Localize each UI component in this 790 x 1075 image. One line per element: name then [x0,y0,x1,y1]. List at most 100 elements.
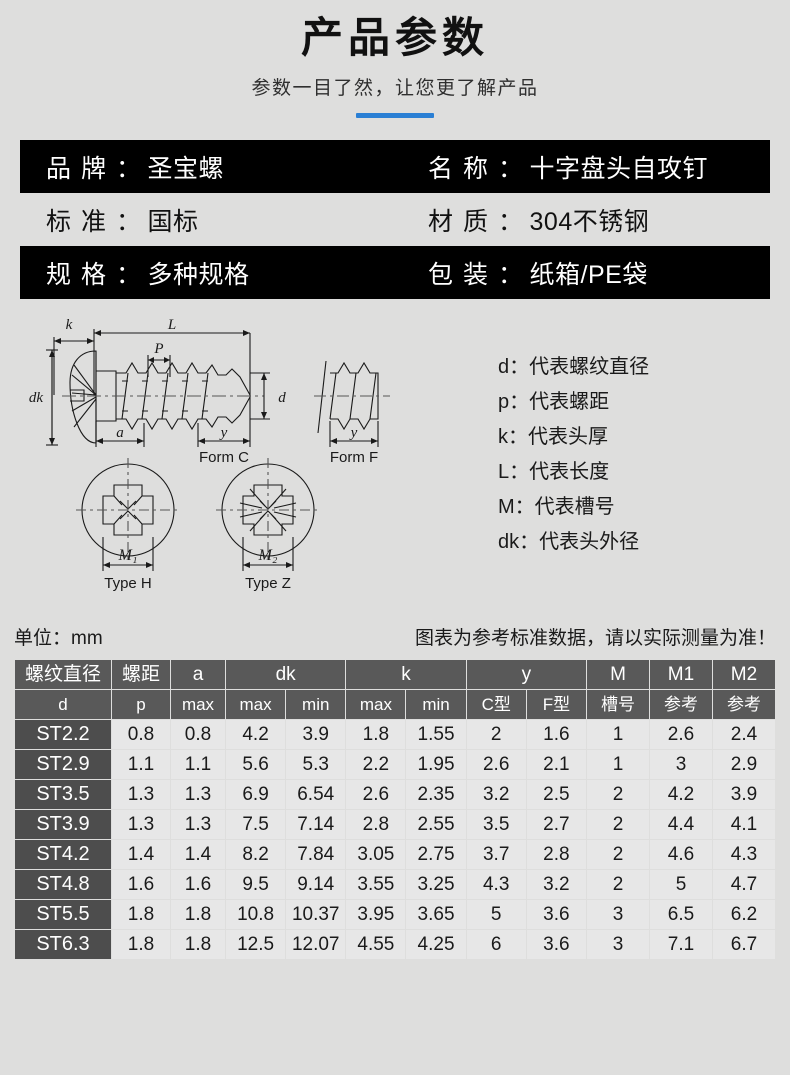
unit-note-row: 单位：mm 图表为参考标准数据，请以实际测量为准！ [14,621,776,651]
cell-p: 1.3 [112,780,170,810]
col-group-y: y [466,660,586,690]
dim-label-y-form-f: y [349,425,358,441]
spec-table-head: 螺纹直径 螺距 a dk k y M M1 M2 d p max max min… [15,660,775,720]
info-value-spec: 多种规格 [147,260,250,289]
page-subtitle: 参数一目了然，让您更了解产品 [251,78,539,100]
table-row: ST5.5 1.8 1.8 10.8 10.37 3.95 3.65 5 3.6… [15,900,775,930]
cell-k-max: 3.05 [346,840,406,870]
spec-table-body: ST2.2 0.8 0.8 4.2 3.9 1.8 1.55 2 1.6 1 2… [15,720,775,960]
cell-y-c: 6 [466,930,526,960]
cell-a-max: 0.8 [171,720,225,750]
cell-k-max: 1.8 [346,720,406,750]
cell-dk-min: 5.3 [286,750,346,780]
cell-a-max: 1.4 [171,840,225,870]
screw-technical-drawing: k L P dk a y d y M₁ M₂ Form C Form F Typ… [18,315,478,615]
cell-k-max: 4.55 [346,930,406,960]
col-sub-a-max: max [171,690,225,720]
cell-dk-max: 12.5 [226,930,286,960]
caption-type-h: Type H [104,575,152,592]
cell-y-c: 5 [466,900,526,930]
cell-a-max: 1.1 [171,750,225,780]
cell-dk-min: 7.84 [286,840,346,870]
dim-label-a: a [116,425,124,441]
table-row: ST4.2 1.4 1.4 8.2 7.84 3.05 2.75 3.7 2.8… [15,840,775,870]
cell-m2: 4.1 [713,810,775,840]
legend-item-p: p：代表螺距 [498,392,772,412]
cell-y-c: 3.2 [466,780,526,810]
col-group-a: a [171,660,225,690]
cell-dk-max: 4.2 [226,720,286,750]
cell-y-c: 3.5 [466,810,526,840]
legend-item-m: M：代表槽号 [498,497,772,517]
cell-y-f: 3.6 [526,930,586,960]
info-label-standard: 标准 [46,207,117,236]
info-label-packaging: 包装 [428,260,499,289]
row-header-size: ST5.5 [15,900,111,930]
col-sub-dk-max: max [226,690,286,720]
table-row: ST6.3 1.8 1.8 12.5 12.07 4.55 4.25 6 3.6… [15,930,775,960]
table-row: ST2.2 0.8 0.8 4.2 3.9 1.8 1.55 2 1.6 1 2… [15,720,775,750]
cell-m2: 6.7 [713,930,775,960]
caption-type-z: Type Z [245,575,291,592]
header-row-sub: d p max max min max min C型 F型 槽号 参考 参考 [15,690,775,720]
col-sub-k-max: max [346,690,406,720]
cell-m: 3 [587,900,649,930]
info-row-spec-packaging: 规格：多种规格 包装 ： 纸箱/PE袋 [20,246,770,300]
dim-label-L: L [167,317,176,333]
row-header-size: ST2.9 [15,750,111,780]
unit-label: 单位：mm [14,627,103,649]
cell-k-min: 1.95 [406,750,466,780]
legend-item-l: L：代表长度 [498,462,772,482]
cell-m2: 2.9 [713,750,775,780]
info-value-packaging: 纸箱/PE袋 [529,260,648,289]
row-header-size: ST4.2 [15,840,111,870]
cell-p: 0.8 [112,720,170,750]
cell-y-f: 2.5 [526,780,586,810]
cell-m1: 6.5 [650,900,712,930]
info-label-brand: 品牌 [46,154,117,183]
legend-text-k: 代表头厚 [528,426,608,449]
info-colon-material: ： [498,207,524,236]
cell-y-f: 3.6 [526,900,586,930]
legend-key-dk: dk [498,531,520,554]
cell-m: 2 [587,810,649,840]
col-group-m: M [587,660,649,690]
cell-m1: 2.6 [650,720,712,750]
legend-text-d: 代表螺纹直径 [529,356,650,379]
cell-m1: 4.4 [650,810,712,840]
spec-table-wrapper: 螺纹直径 螺距 a dk k y M M1 M2 d p max max min… [0,659,790,960]
dim-label-P: P [153,341,163,357]
drawing-and-legend-section: k L P dk a y d y M₁ M₂ Form C Form F Typ… [0,315,790,615]
info-field-name: 名称：十字盘头自攻钉 [414,149,766,185]
legend-item-dk: dk：代表头外径 [498,532,772,552]
cell-y-f: 2.1 [526,750,586,780]
cell-y-c: 2.6 [466,750,526,780]
table-row: ST2.9 1.1 1.1 5.6 5.3 2.2 1.95 2.6 2.1 1… [15,750,775,780]
cell-dk-max: 7.5 [226,810,286,840]
legend-colon-dk: ： [519,531,540,554]
info-field-spec: 规格：多种规格 [24,255,414,291]
col-sub-dk-min: min [286,690,346,720]
col-sub-k-min: min [406,690,466,720]
dim-label-m1: M₁ [118,547,138,564]
table-row: ST3.5 1.3 1.3 6.9 6.54 2.6 2.35 3.2 2.5 … [15,780,775,810]
legend-item-k: k：代表头厚 [498,427,772,447]
info-label-name: 名称 [428,154,499,183]
product-info-block: 品牌：圣宝螺 名称：十字盘头自攻钉 标准：国标 材质：304不锈钢 规格：多种规… [20,140,770,300]
col-sub-y-type-f: F型 [526,690,586,720]
cell-k-max: 3.95 [346,900,406,930]
dim-label-m2: M₂ [258,547,278,564]
row-header-size: ST3.5 [15,780,111,810]
cell-m1: 5 [650,870,712,900]
info-colon-spec: ： [116,260,142,289]
cell-k-max: 3.55 [346,870,406,900]
measurement-disclaimer: 图表为参考标准数据，请以实际测量为准！ [414,627,776,649]
info-label-material: 材质 [428,207,499,236]
info-row-brand-name: 品牌：圣宝螺 名称：十字盘头自攻钉 [20,140,770,194]
cell-k-min: 2.75 [406,840,466,870]
info-value-brand: 圣宝螺 [147,154,225,183]
legend-key-m: M [498,496,515,519]
cell-y-f: 1.6 [526,720,586,750]
cell-k-min: 3.25 [406,870,466,900]
legend-colon-p: ： [509,391,530,414]
